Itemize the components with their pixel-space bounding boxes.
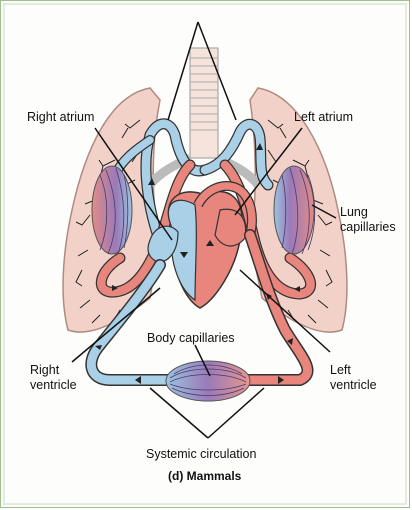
heart: [147, 181, 257, 309]
trachea: [146, 47, 262, 188]
right-heart-chambers: [167, 199, 197, 302]
label-right-ventricle-line2: ventricle: [30, 378, 77, 392]
label-systemic-circulation: Systemic circulation: [146, 447, 257, 461]
right-lung-capillary-bed: [273, 165, 315, 255]
label-right-ventricle-line1: Right: [30, 363, 60, 377]
leader-lines: [71, 21, 337, 439]
left-lung-capillary-bed: [91, 165, 133, 255]
systemic-loop: [85, 229, 314, 386]
label-lung-capillaries-line2: capillaries: [340, 220, 396, 234]
label-left-ventricle-line1: Left: [330, 363, 351, 377]
figure-inner-border: [3, 3, 407, 505]
label-body-capillaries: Body capillaries: [147, 331, 235, 345]
label-left-ventricle-line2: ventricle: [330, 378, 377, 392]
body-capillary-bed: [165, 360, 251, 402]
label-lung-capillaries-line1: Lung: [340, 205, 368, 219]
label-left-atrium: Left atrium: [294, 110, 354, 124]
label-right-atrium: Right atrium: [27, 110, 95, 124]
figure-caption: (d) Mammals: [168, 469, 242, 483]
